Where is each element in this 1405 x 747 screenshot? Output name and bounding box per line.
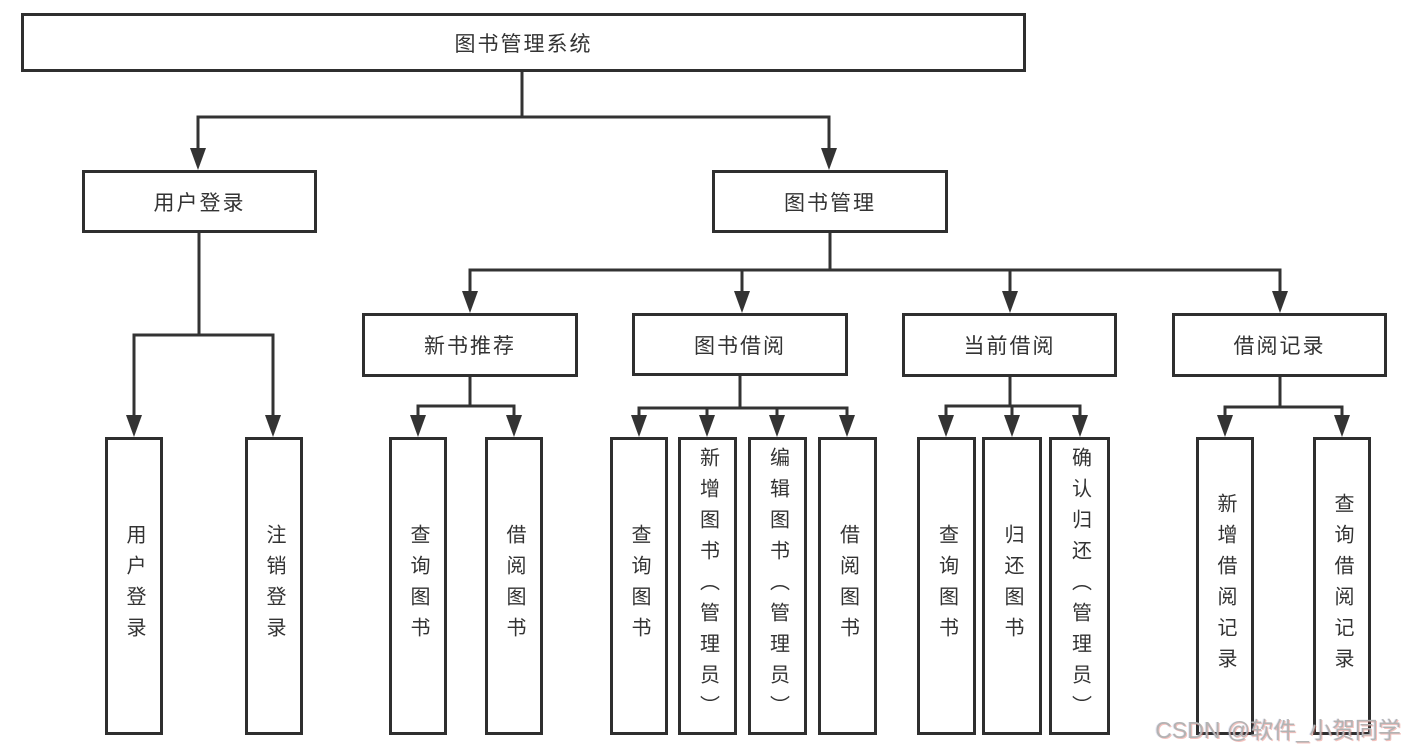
- node-label: 新书推荐: [424, 335, 516, 358]
- connector-root-to-level2: [190, 70, 837, 170]
- connector-book-borrow-children: [631, 374, 855, 437]
- leaf-label: 借阅图书: [836, 524, 859, 648]
- node-book-management: 图书管理: [712, 170, 948, 233]
- node-label: 当前借阅: [963, 335, 1056, 358]
- leaf-add-books-admin: 新增图书（管理员）: [678, 437, 737, 735]
- leaf-label: 注销登录: [263, 524, 285, 648]
- leaf-label: 用户登录: [123, 524, 145, 648]
- node-root-library-management-system: 图书管理系统: [21, 13, 1026, 72]
- leaf-user-login: 用户登录: [105, 437, 163, 735]
- leaf-label: 查询图书: [407, 524, 429, 648]
- csdn-watermark: CSDN @软件_小贺同学: [1155, 717, 1401, 743]
- node-label: 图书管理系统: [454, 32, 593, 56]
- leaf-label: 确认归还（管理员）: [1068, 446, 1091, 726]
- leaf-label: 新增图书（管理员）: [696, 446, 719, 726]
- node-label: 图书借阅: [694, 334, 786, 358]
- leaf-add-borrow-record: 新增借阅记录: [1196, 437, 1254, 735]
- leaf-borrow-books-recommend: 借阅图书: [485, 437, 543, 735]
- leaf-label: 归还图书: [1001, 524, 1023, 648]
- node-user-login: 用户登录: [82, 170, 317, 233]
- leaf-label: 编辑图书（管理员）: [766, 446, 789, 726]
- leaf-label: 新增借阅记录: [1214, 493, 1236, 679]
- leaf-query-books-recommend: 查询图书: [389, 437, 447, 735]
- node-label: 用户登录: [153, 191, 246, 215]
- leaf-edit-books-admin: 编辑图书（管理员）: [748, 437, 807, 735]
- node-book-borrow: 图书借阅: [632, 313, 848, 376]
- leaf-query-books-borrow: 查询图书: [610, 437, 668, 735]
- leaf-label: 借阅图书: [503, 524, 525, 648]
- connector-current-borrow-children: [938, 375, 1088, 437]
- connector-borrow-records-children: [1217, 375, 1350, 437]
- connector-book-management-children: [462, 231, 1288, 313]
- leaf-query-borrow-record: 查询借阅记录: [1313, 437, 1371, 735]
- node-label: 图书管理: [784, 191, 876, 215]
- leaf-label: 查询图书: [935, 524, 958, 648]
- connector-new-book-recommend-children: [410, 375, 522, 437]
- node-label: 借阅记录: [1233, 335, 1326, 358]
- node-new-book-recommend: 新书推荐: [362, 313, 578, 377]
- leaf-label: 查询借阅记录: [1331, 493, 1353, 679]
- node-current-borrow: 当前借阅: [902, 313, 1117, 377]
- leaf-query-books-current: 查询图书: [917, 437, 976, 735]
- leaf-return-books: 归还图书: [982, 437, 1042, 735]
- leaf-borrow-books: 借阅图书: [818, 437, 877, 735]
- leaf-confirm-return-admin: 确认归还（管理员）: [1049, 437, 1110, 735]
- connector-user-login-children: [126, 231, 281, 437]
- node-borrow-records: 借阅记录: [1172, 313, 1387, 377]
- leaf-label: 查询图书: [628, 524, 650, 648]
- leaf-logout: 注销登录: [245, 437, 303, 735]
